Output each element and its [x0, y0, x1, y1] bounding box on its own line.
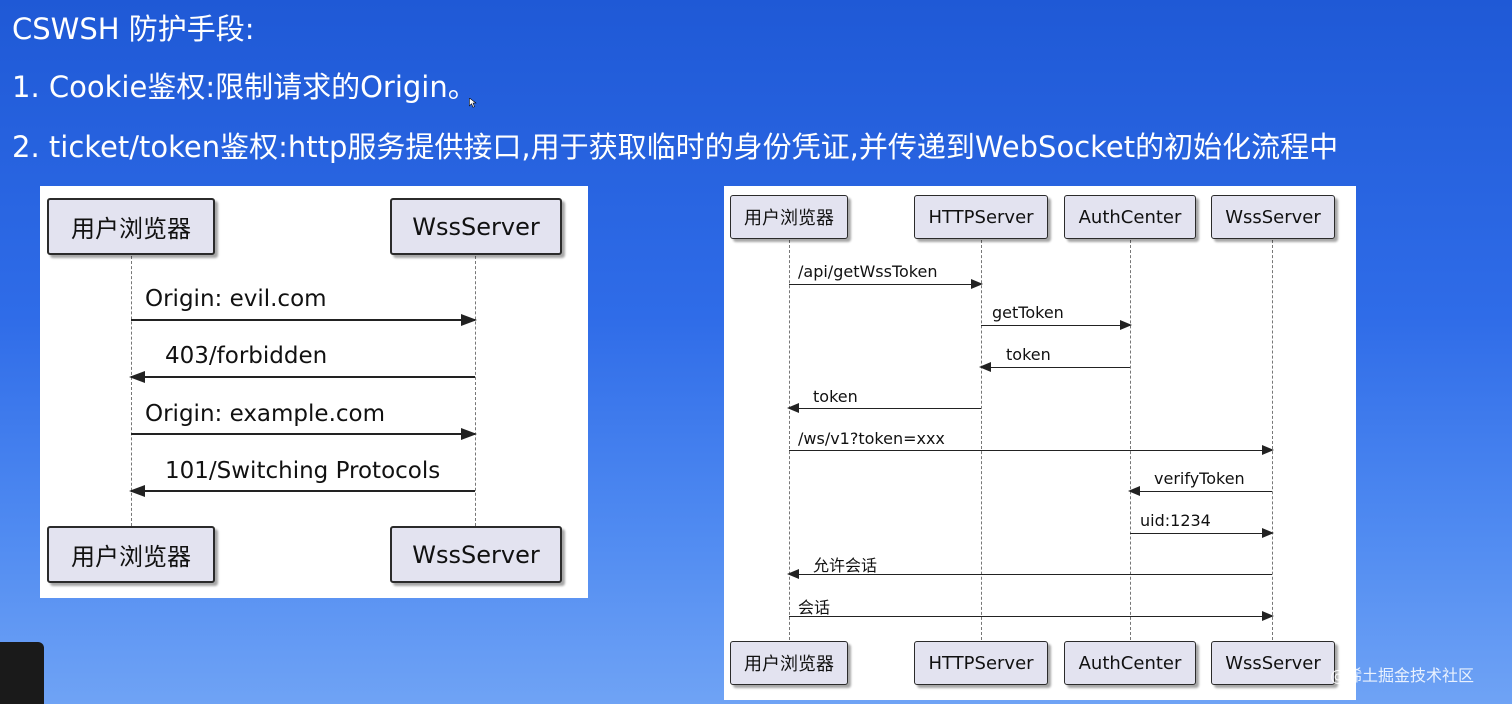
sequence-diagram-token-auth: 用户浏览器 HTTPServer AuthCenter WssServer /a… [724, 186, 1356, 700]
message-label: 403/forbidden [165, 343, 328, 369]
watermark: @稀土掘金技术社区 [1330, 666, 1475, 685]
message-arrow [1128, 486, 1272, 496]
lifeline-authcenter [1130, 240, 1131, 640]
message-label: 会话 [798, 598, 831, 617]
video-overlay-corner [0, 642, 44, 704]
participant-wssserver-top: WssServer [1211, 195, 1335, 239]
message-arrow [129, 485, 475, 497]
message-arrow [979, 362, 1130, 372]
message-label: getToken [992, 303, 1064, 322]
participant-browser-bottom: 用户浏览器 [47, 526, 215, 583]
message-label: Origin: example.com [145, 401, 386, 427]
message-arrow [129, 371, 475, 383]
message-arrow [789, 279, 983, 289]
lifeline-httpserver [981, 240, 982, 640]
point-token-auth: 2. ticket/token鉴权:http服务提供接口,用于获取临时的身份凭证… [12, 130, 1339, 164]
message-arrow [131, 314, 477, 326]
message-label: Origin: evil.com [145, 286, 327, 312]
participant-authcenter-bottom: AuthCenter [1064, 641, 1196, 685]
participant-browser-top: 用户浏览器 [47, 198, 215, 255]
participant-wssserver-bottom: WssServer [390, 526, 562, 583]
participant-authcenter-top: AuthCenter [1064, 195, 1196, 239]
message-label: 允许会话 [813, 556, 878, 575]
participant-wssserver-top: WssServer [390, 198, 562, 255]
participant-wssserver-bottom: WssServer [1211, 641, 1335, 685]
message-label: /api/getWssToken [798, 262, 938, 281]
lifeline-wssserver [475, 256, 476, 526]
message-label: uid:1234 [1140, 511, 1211, 530]
message-arrow [1130, 528, 1274, 538]
participant-browser-top: 用户浏览器 [730, 195, 848, 239]
lifeline-browser [131, 256, 132, 526]
message-label: token [1006, 345, 1051, 364]
slide-title: CSWSH 防护手段: [12, 12, 255, 46]
message-arrow [131, 428, 477, 440]
message-arrow [981, 320, 1132, 330]
message-arrow [789, 445, 1274, 455]
message-label: /ws/v1?token=xxx [798, 429, 945, 448]
message-label: token [813, 387, 858, 406]
point-cookie-auth: 1. Cookie鉴权:限制请求的Origin。 [12, 70, 477, 104]
participant-httpserver-top: HTTPServer [914, 195, 1048, 239]
participant-browser-bottom: 用户浏览器 [730, 641, 848, 685]
lifeline-wssserver [1272, 240, 1273, 640]
message-label: 101/Switching Protocols [165, 458, 441, 484]
mouse-cursor-icon [469, 98, 477, 108]
message-label: verifyToken [1154, 469, 1245, 488]
message-arrow [787, 569, 1272, 579]
participant-httpserver-bottom: HTTPServer [914, 641, 1048, 685]
lifeline-browser [789, 240, 790, 640]
message-arrow [789, 611, 1274, 621]
sequence-diagram-origin-check: 用户浏览器 WssServer Origin: evil.com 403/for… [40, 186, 588, 598]
message-arrow [787, 403, 981, 413]
